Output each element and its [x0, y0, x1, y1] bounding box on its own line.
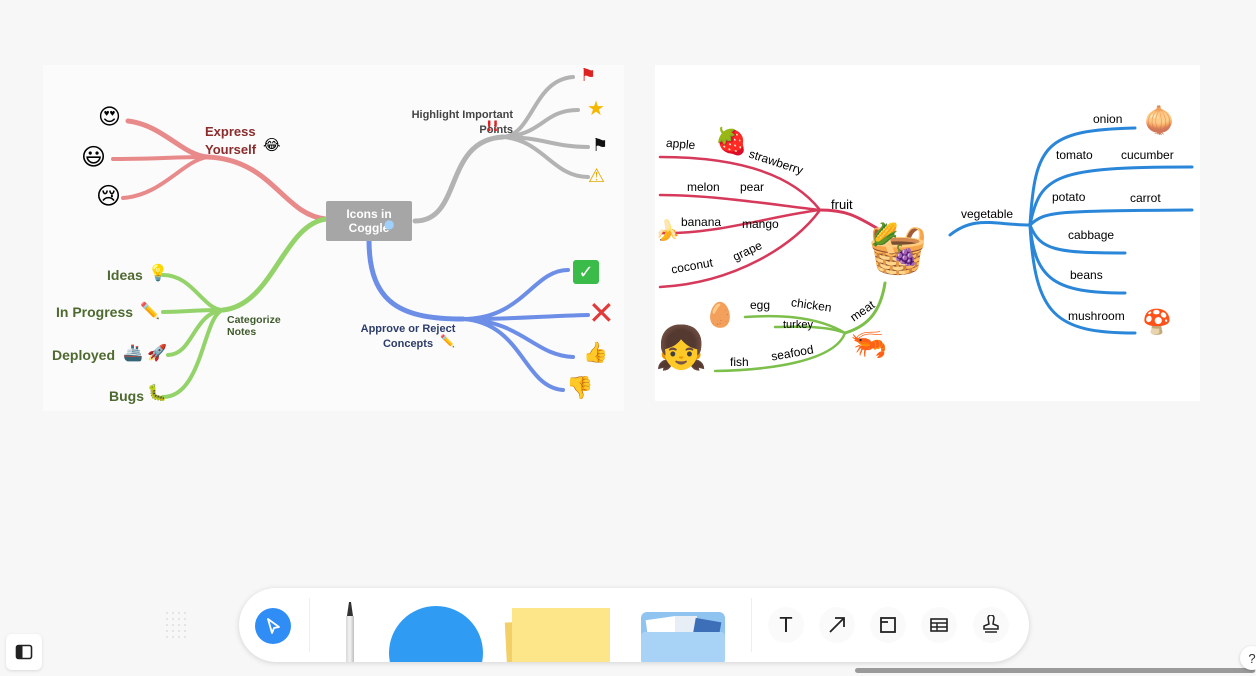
help-icon: ?	[1248, 650, 1256, 666]
strawberry-picture-icon: 🍓	[715, 127, 748, 157]
text-tool-button[interactable]: T	[768, 607, 804, 643]
branch-express-label: Express Yourself	[205, 124, 257, 157]
smiley-emoji-icon: 😃	[81, 143, 107, 171]
horizontal-scrollbar[interactable]	[855, 668, 1255, 673]
vegetable-beans: beans	[1070, 268, 1103, 282]
branch-highlight-label: Highlight Important Points	[411, 109, 513, 136]
food-basket-picture-icon: 🧺	[868, 221, 928, 277]
fruit-apple: apple	[665, 135, 696, 153]
center-node[interactable]: Icons in Coggle	[326, 201, 412, 241]
cursor-arrow-icon	[267, 618, 280, 634]
thumbs-down-icon: 👎	[566, 376, 594, 401]
bug-icon: 🐛	[147, 383, 167, 402]
category-in-progress: In Progress	[56, 304, 134, 320]
red-flag-icon: ⚑	[580, 65, 597, 86]
vegetable-cabbage: cabbage	[1068, 228, 1115, 242]
fruit-mango: mango	[742, 217, 779, 231]
banana-picture-icon: 🍌	[655, 218, 680, 242]
toolbar-divider	[309, 598, 310, 652]
vegetable-onion: onion	[1093, 112, 1123, 126]
mushroom-picture-icon: 🍄	[1142, 308, 1172, 336]
center-node-label: Icons in Coggle	[346, 207, 392, 235]
cross-icon: ✕	[588, 294, 615, 332]
lightbulb-icon: 💡	[148, 263, 168, 282]
fruit-melon: melon	[687, 180, 720, 194]
girl-picture-icon: 👧	[655, 323, 708, 372]
folder-icon	[641, 612, 725, 662]
creation-toolbar: T	[239, 588, 1029, 662]
fruit-banana: banana	[681, 215, 722, 229]
stamp-icon	[983, 615, 999, 633]
fruit-pear: pear	[740, 180, 765, 194]
frame-icon	[880, 617, 896, 633]
heart-eyes-emoji-icon: 😍	[98, 105, 121, 130]
media-tool-button[interactable]	[639, 608, 727, 662]
category-bugs: Bugs	[109, 388, 144, 404]
shape-tool-button[interactable]	[389, 606, 483, 662]
table-icon	[930, 618, 948, 632]
toolbar-divider	[751, 598, 752, 652]
vegetable-carrot: carrot	[1130, 191, 1161, 205]
meat-turkey: turkey	[783, 319, 813, 331]
text-icon: T	[779, 613, 793, 637]
meat-egg: egg	[750, 298, 771, 312]
warning-icon: ⚠	[588, 165, 606, 187]
sticky-note-tool-button[interactable]	[504, 606, 612, 662]
frame-tool-button[interactable]	[870, 607, 906, 643]
mindmap-card-food[interactable]: fruit apple strawberry melon pear banana…	[655, 65, 1200, 401]
dot-grid-decoration	[164, 610, 190, 640]
table-tool-button[interactable]	[921, 607, 957, 643]
star-icon: ★	[587, 96, 605, 120]
arrow-tool-button[interactable]	[819, 607, 855, 643]
vegetable-cucumber: cucumber	[1121, 148, 1174, 162]
category-deployed: Deployed	[52, 347, 116, 363]
select-tool-button[interactable]	[255, 608, 291, 644]
category-ideas: Ideas	[107, 267, 143, 283]
panel-toggle-icon	[15, 644, 33, 660]
black-flag-icon: ⚑	[592, 135, 609, 156]
speech-bubble-icon: ●	[384, 217, 395, 231]
mindmap-card-icons[interactable]: Icons in Coggle Express Yourself Highlig…	[43, 65, 624, 411]
sticky-note-front	[512, 608, 610, 662]
seafood-bowl-picture-icon: 🦐	[850, 327, 888, 362]
corn-picture-icon: 🌽	[871, 223, 899, 248]
meat-fish: fish	[730, 355, 749, 369]
vegetable-potato: potato	[1052, 190, 1086, 204]
help-button[interactable]: ?	[1240, 646, 1256, 670]
vegetable-branch-label: vegetable	[961, 207, 1014, 221]
vegetable-mushroom: mushroom	[1068, 309, 1125, 323]
pencil-small-icon: ✏️	[440, 334, 455, 348]
pencil-icon: ✏️	[140, 301, 160, 320]
food-connectors	[658, 126, 1194, 373]
mindmap-connectors	[111, 75, 590, 399]
pen-icon	[346, 602, 354, 662]
stamp-tool-button[interactable]	[973, 607, 1009, 643]
crying-emoji-icon: 😢	[96, 182, 122, 210]
arrow-icon	[829, 617, 845, 633]
panel-toggle-button[interactable]	[6, 634, 42, 670]
rocket-icon: 🚀	[147, 343, 167, 362]
laughing-emoji-icon: 😂	[263, 136, 281, 154]
branch-approve-label: Approve or Reject Concepts	[360, 323, 456, 350]
vegetable-tomato: tomato	[1056, 148, 1093, 162]
fruit-branch-label: fruit	[831, 197, 853, 212]
double-exclamation-icon: !!	[486, 119, 499, 135]
grapes-picture-icon: 🍇	[893, 243, 918, 267]
egg-carton-picture-icon: 🥚	[705, 301, 735, 329]
pen-tool-button[interactable]	[335, 600, 365, 662]
branch-categorize-label: Categorize Notes	[227, 314, 281, 338]
thumbs-up-icon: 👍	[583, 340, 608, 364]
ship-icon: 🚢	[123, 343, 143, 362]
checkmark-icon: ✓	[573, 260, 599, 284]
onion-picture-icon: 🧅	[1143, 106, 1176, 136]
